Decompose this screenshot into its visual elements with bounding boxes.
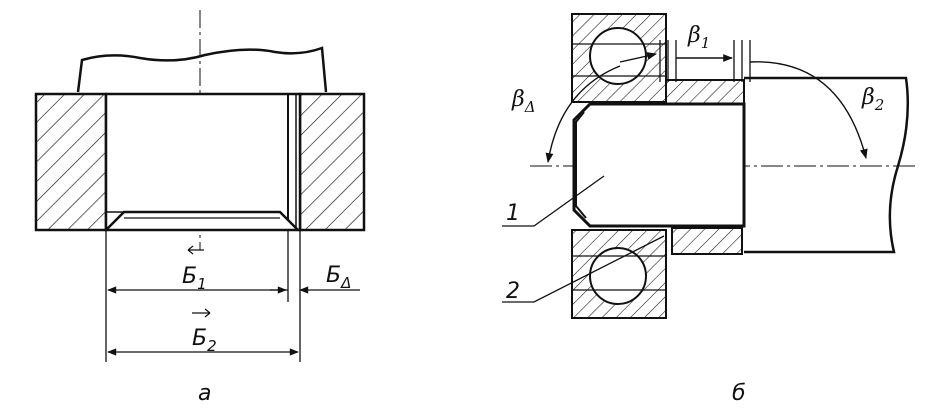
figure-a: Б1 Б2 БΔ а [34, 10, 366, 406]
vector-arrow-b2 [192, 308, 211, 318]
label-b1: Б1 [182, 264, 207, 293]
bore [104, 92, 302, 232]
shaft [572, 102, 746, 228]
label-bd: БΔ [326, 263, 351, 292]
shaft-top [76, 46, 328, 93]
leader-line-2 [502, 235, 665, 303]
label-beta2: β2 [861, 85, 884, 114]
dim-arrow-betad-link [619, 52, 657, 63]
housing-right-b [744, 76, 910, 254]
label-betad: βΔ [511, 87, 536, 116]
leader-label-1: 1 [506, 201, 520, 226]
caption-b: б [732, 381, 746, 406]
label-beta1: β1 [687, 23, 710, 52]
housing-left [34, 92, 108, 232]
leader-line-1 [502, 175, 605, 227]
chamfer [105, 210, 299, 231]
housing-right [298, 92, 366, 232]
leader-label-2: 2 [506, 279, 520, 304]
arc-arrow-beta2 [749, 61, 868, 159]
shaft-chamfer [575, 111, 587, 219]
sleeve-bottom [671, 227, 743, 255]
arc-arrow-betad [545, 65, 621, 163]
sleeve-top [665, 79, 745, 105]
caption-a: а [198, 381, 211, 406]
label-b2: Б2 [192, 326, 217, 355]
vector-arrow-b1 [187, 245, 204, 255]
figure-b: β1 β2 βΔ 1 2 б [502, 13, 918, 406]
